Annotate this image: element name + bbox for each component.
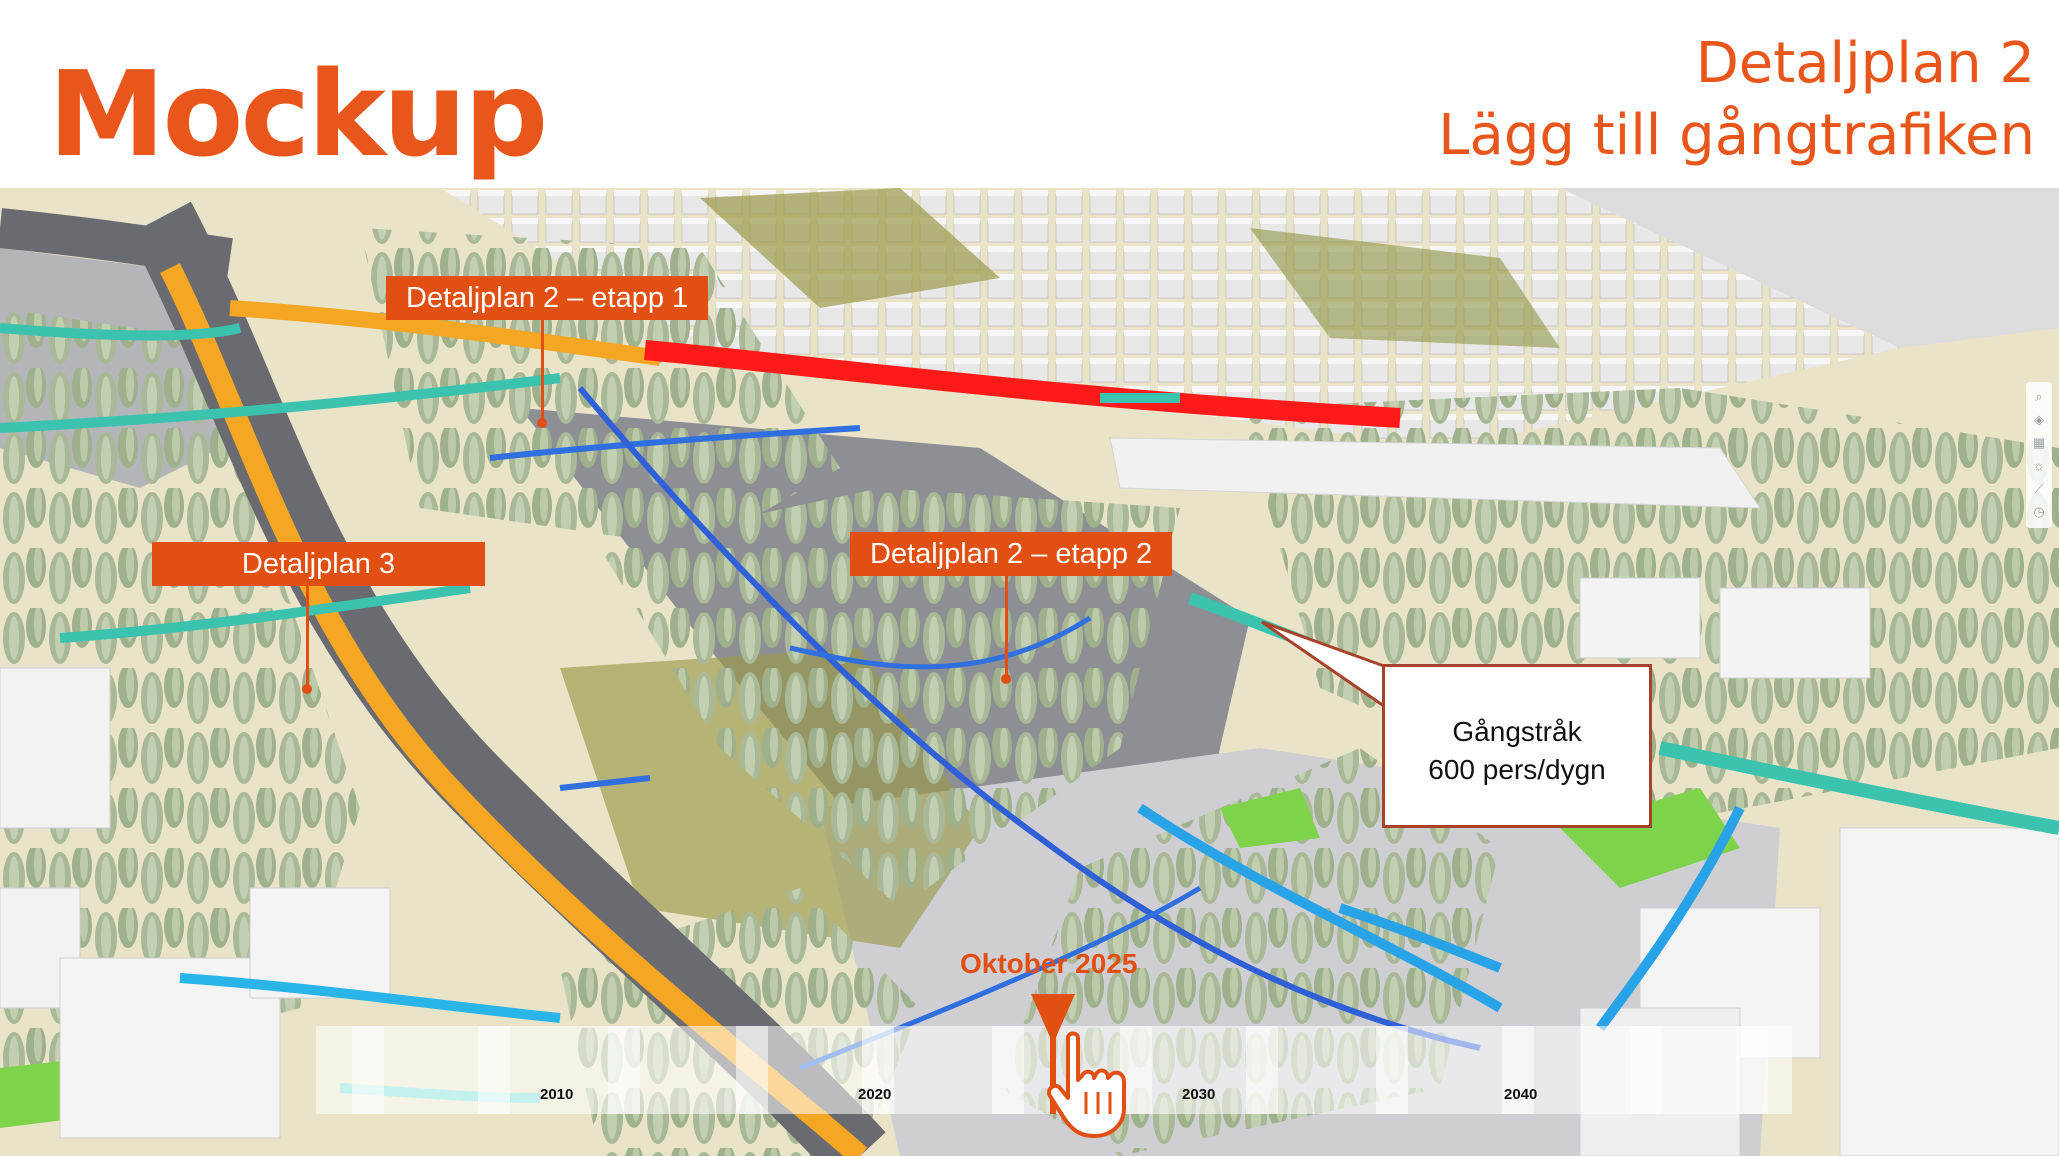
timeline-tick (608, 1026, 640, 1114)
callout-marker (537, 418, 547, 428)
callout-detaljplan-2-etapp-1: Detaljplan 2 – etapp 1 (386, 276, 709, 320)
pointer-hand-icon (1047, 1031, 1126, 1138)
header: Mockup Detaljplan 2 Lägg till gångtrafik… (0, 0, 2059, 188)
annotation-box: Gångstråk 600 pers/dygn (1382, 664, 1652, 828)
timeline-current-date: Oktober 2025 (960, 948, 1138, 979)
timeline-year-label: 2010 (540, 1086, 574, 1103)
callout-leader (1005, 576, 1008, 676)
time-icon[interactable]: ◷ (2033, 504, 2045, 519)
timeline-tick (862, 1026, 894, 1114)
callout-leader (541, 320, 544, 420)
title-line-2: Lägg till gångtrafiken (1438, 103, 2035, 168)
timeline-tick (478, 1026, 510, 1114)
basemap-icon[interactable]: ▦ (2032, 435, 2046, 450)
timeline-tick (352, 1026, 384, 1114)
timeline-year-label: 2020 (858, 1086, 892, 1103)
callout-marker (1001, 674, 1011, 684)
annotation-line-2: 600 pers/dygn (1428, 754, 1606, 785)
timeline-tick (1246, 1026, 1278, 1114)
timeline-tick (1502, 1026, 1534, 1114)
navigation-toolbar: ⌕ ◈ ▦ ☼ ⟋ ◷ (2026, 382, 2052, 528)
timeline-tick (992, 1026, 1024, 1114)
timeline-handle-line[interactable] (1050, 1030, 1056, 1114)
measure-icon[interactable]: ⟋ (2034, 481, 2044, 496)
timeline-tick (1376, 1026, 1408, 1114)
slide-title: Detaljplan 2 Lägg till gångtrafiken (1438, 28, 2035, 172)
callout-detaljplan-3: Detaljplan 3 (152, 542, 485, 586)
logo: Mockup (48, 45, 548, 183)
daylight-icon[interactable]: ☼ (2033, 458, 2045, 473)
search-icon[interactable]: ⌕ (2035, 389, 2043, 404)
annotation-line-1: Gångstråk (1452, 716, 1582, 747)
callout-detaljplan-2-etapp-2: Detaljplan 2 – etapp 2 (850, 532, 1173, 576)
timeline-tick (1736, 1026, 1768, 1114)
note-pointer (1261, 620, 1388, 709)
timeline-year-label: 2030 (1182, 1086, 1216, 1103)
title-line-1: Detaljplan 2 (1695, 31, 2035, 96)
layers-icon[interactable]: ◈ (2034, 412, 2044, 427)
timeline-tick (736, 1026, 768, 1114)
timeline-year-label: 2040 (1504, 1086, 1538, 1103)
callout-marker (302, 684, 312, 694)
timeline-tick (1630, 1026, 1662, 1114)
callout-leader (306, 586, 309, 686)
